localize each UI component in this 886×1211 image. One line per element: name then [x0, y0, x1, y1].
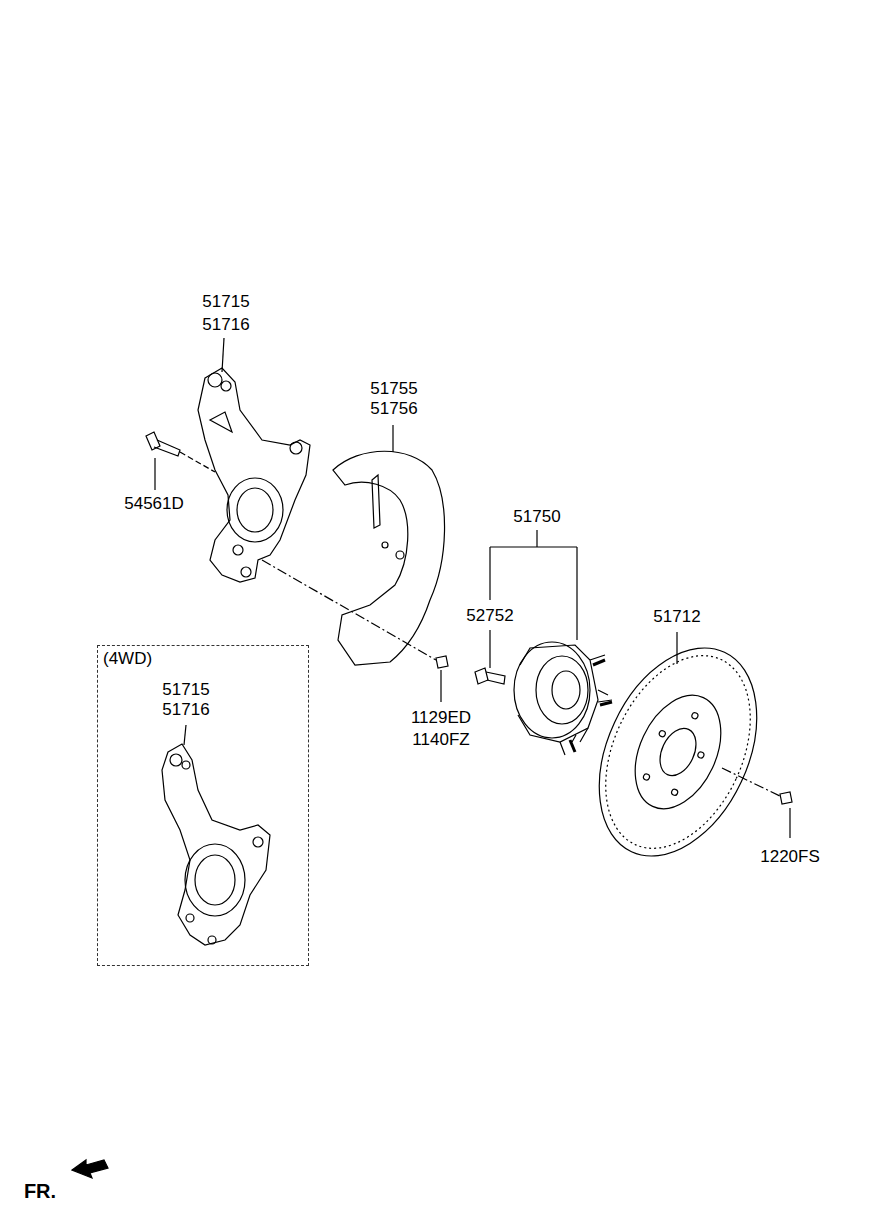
front-arrow — [72, 1160, 108, 1178]
screw — [780, 792, 792, 804]
direction-label: FR. — [23, 1181, 57, 1201]
callout-number: 51716 — [201, 315, 250, 335]
callout-number: 51715 — [161, 680, 210, 700]
callout-number: 51750 — [512, 507, 561, 527]
callout-number: 54561D — [123, 494, 185, 514]
variant-label: (4WD) — [103, 649, 152, 669]
callout-number: 51756 — [369, 399, 418, 419]
steering-knuckle — [198, 368, 310, 582]
wheel-hub — [514, 642, 612, 755]
callout-number: 51715 — [201, 292, 250, 312]
callout-number: 1129ED — [410, 708, 472, 728]
callout-number: 51716 — [161, 700, 210, 720]
leader-lines — [155, 338, 790, 838]
hub-bolt — [475, 668, 505, 684]
brake-disc — [568, 623, 788, 882]
callout-number: 51712 — [652, 607, 701, 627]
callout-number: 1140FZ — [411, 730, 470, 750]
callout-number: 52752 — [465, 606, 514, 626]
callout-number: 51755 — [369, 379, 418, 399]
bolt — [436, 656, 448, 668]
dust-shield — [333, 451, 445, 665]
bolt — [146, 432, 180, 456]
steering-knuckle — [162, 744, 270, 945]
callout-number: 1220FS — [759, 847, 821, 867]
